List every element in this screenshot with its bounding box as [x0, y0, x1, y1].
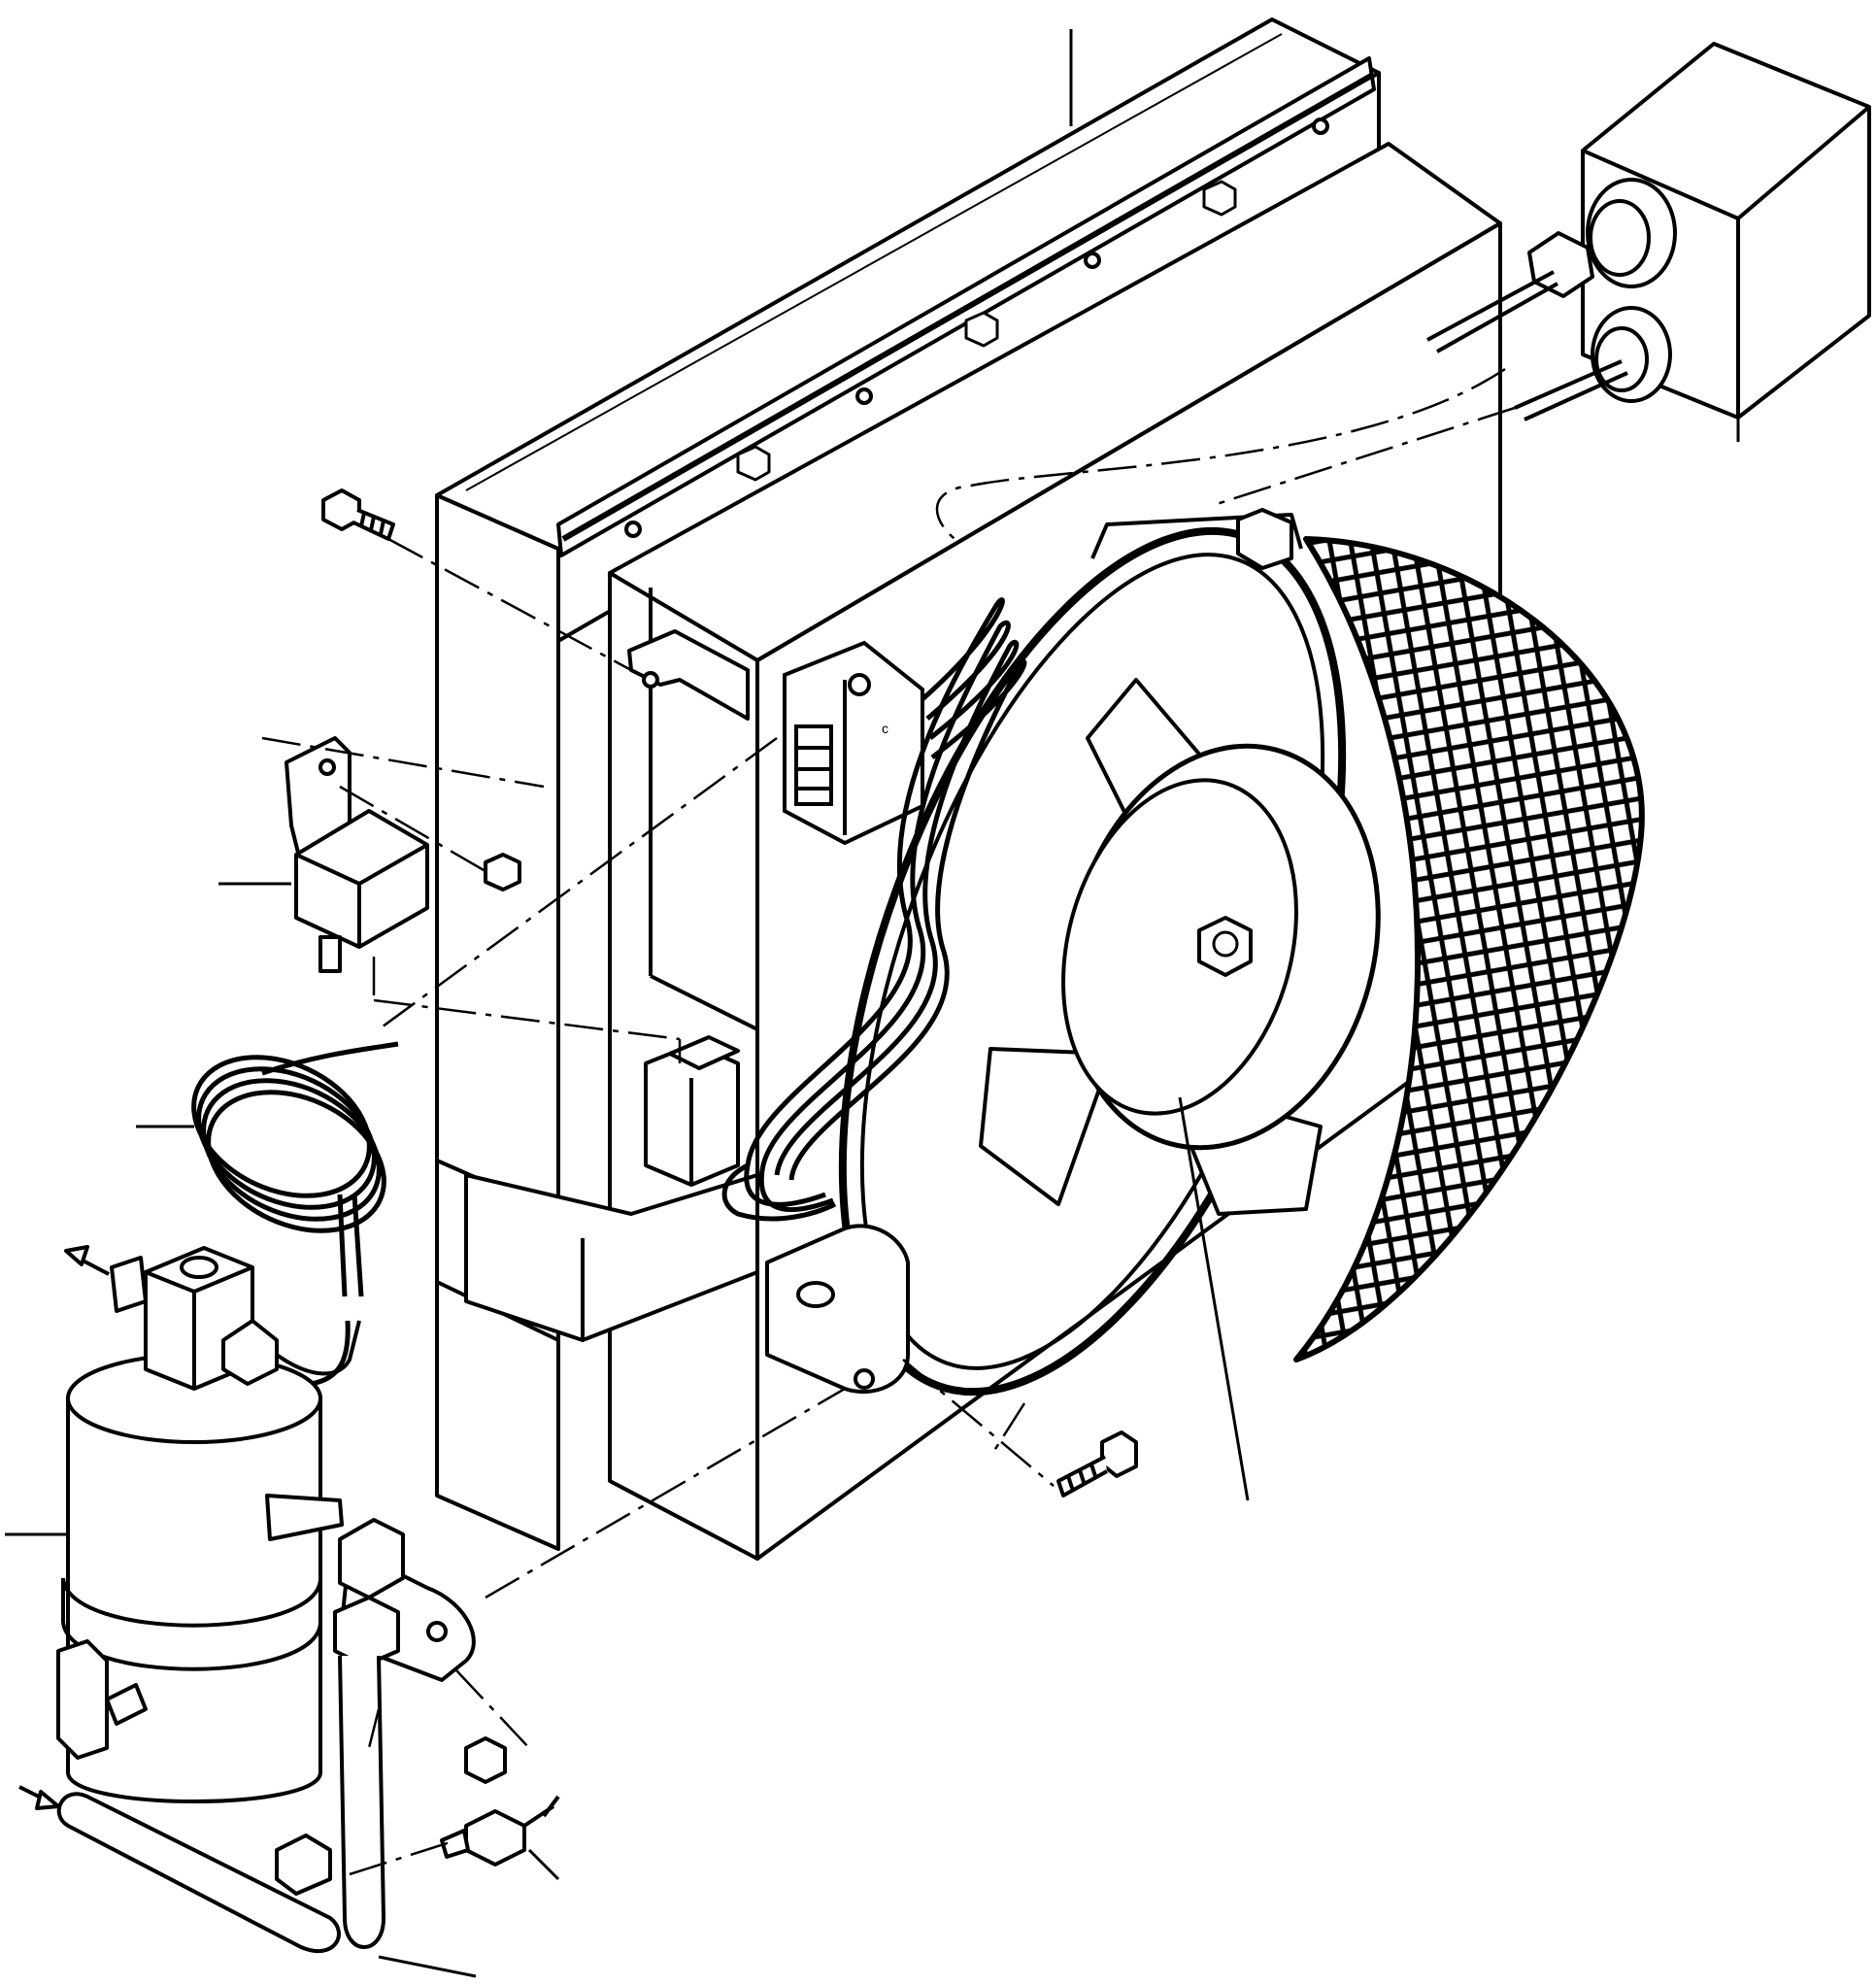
capillary-tube-coil-icon	[136, 1030, 407, 1384]
svg-text:c: c	[882, 721, 888, 736]
wiring-connector-icon: c	[724, 600, 1024, 1219]
bolts-and-nuts-icon	[323, 490, 1136, 1496]
pressure-switch-box-icon	[1427, 44, 1869, 442]
receiver-drier-icon	[5, 1247, 359, 1801]
assembly-phantom-lines	[262, 369, 1515, 1874]
relay-icon	[218, 738, 519, 971]
electric-fan-with-guard-icon	[742, 466, 1642, 1500]
